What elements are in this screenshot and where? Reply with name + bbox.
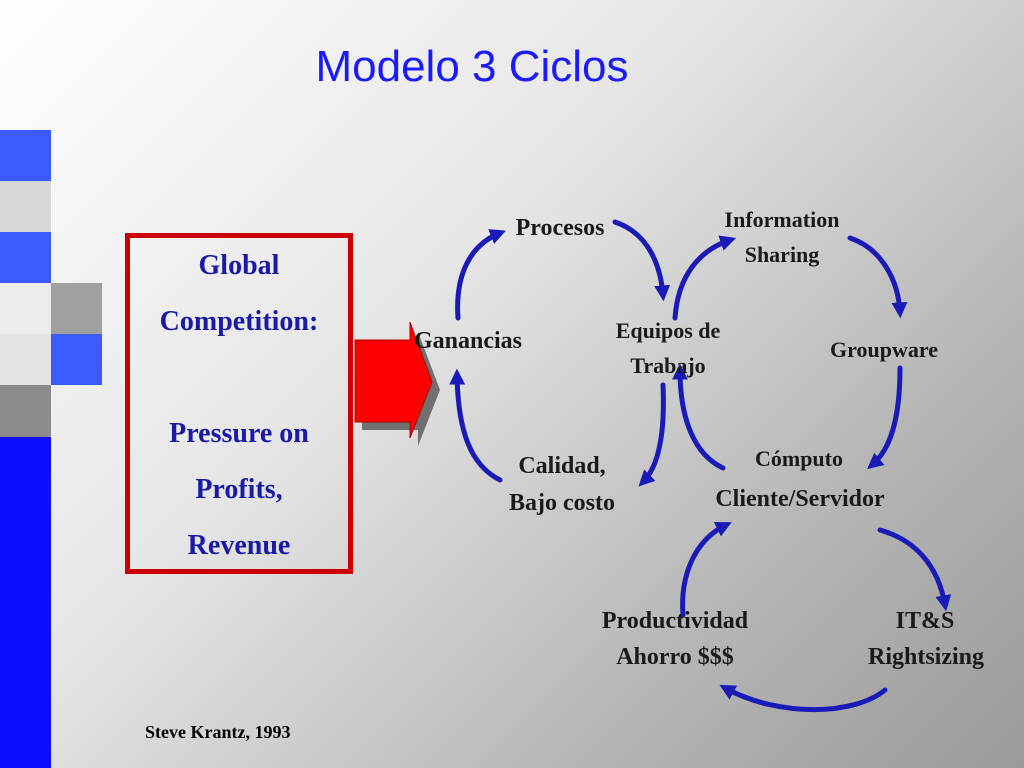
deco-square-blue-2 (0, 232, 51, 283)
deco-square-blue-1 (0, 130, 51, 181)
node-computo-line-2: Cliente/Servidor (715, 486, 885, 512)
arrow-ganancias-to-procesos (455, 229, 506, 321)
deco-square-gray-2 (0, 385, 51, 437)
node-calidad-line-1: Calidad, (518, 453, 606, 479)
node-equipos-line-1: Equipos de (615, 318, 721, 343)
node-productividad-line-2: Ahorro $$$ (616, 644, 734, 670)
node-its-line-1: IT&S (895, 608, 955, 634)
node-groupware: Groupware (830, 337, 938, 362)
deco-square-light-1 (0, 181, 51, 232)
slide-title: Modelo 3 Ciclos (0, 42, 1024, 92)
node-info-line-2: Sharing (744, 242, 820, 267)
box-line-1: Global (198, 250, 280, 281)
deco-square-light-3 (0, 334, 51, 385)
credit-footer: Steve Krantz, 1993 (145, 722, 291, 742)
box-line-4: Profits, (195, 474, 283, 505)
node-equipos-line-2: Trabajo (630, 353, 706, 378)
arrow-its-to-productividad (719, 684, 888, 713)
node-productividad-line-1: Productividad (601, 608, 749, 634)
node-its-line-2: Rightsizing (867, 644, 984, 670)
global-competition-box: Global Competition: Pressure on Profits,… (125, 233, 353, 574)
deco-square-blue-3 (51, 334, 102, 385)
slide-title-text: Modelo 3 Ciclos (315, 42, 629, 91)
arrow-computo-to-its (877, 527, 952, 612)
arrow-groupware-to-computo (867, 365, 903, 470)
deco-square-light-2 (0, 283, 51, 334)
block-arrow-right (354, 321, 440, 446)
node-calidad-line-2: Bajo costo (509, 490, 615, 516)
arrow-equipos-to-info (672, 235, 737, 321)
box-line-5: Revenue (187, 530, 291, 561)
box-line-2: Competition: (159, 306, 319, 337)
arrow-info-to-groupware (847, 235, 908, 319)
node-computo-line-1: Cómputo (754, 446, 843, 471)
node-procesos: Procesos (515, 215, 605, 241)
deco-blue-bar (0, 437, 51, 768)
arrow-equipos-to-calidad (638, 382, 666, 487)
arrow-procesos-to-equipos (612, 219, 671, 302)
node-info-line-1: Information (724, 207, 840, 232)
box-line-3: Pressure on (169, 418, 309, 449)
deco-square-gray-1 (51, 283, 102, 334)
arrow-computo-to-equipos (672, 363, 726, 471)
node-ganancias: Ganancias (413, 328, 523, 354)
arrow-calidad-to-ganancias (449, 368, 503, 483)
arrow-productividad-to-computo (680, 521, 732, 618)
